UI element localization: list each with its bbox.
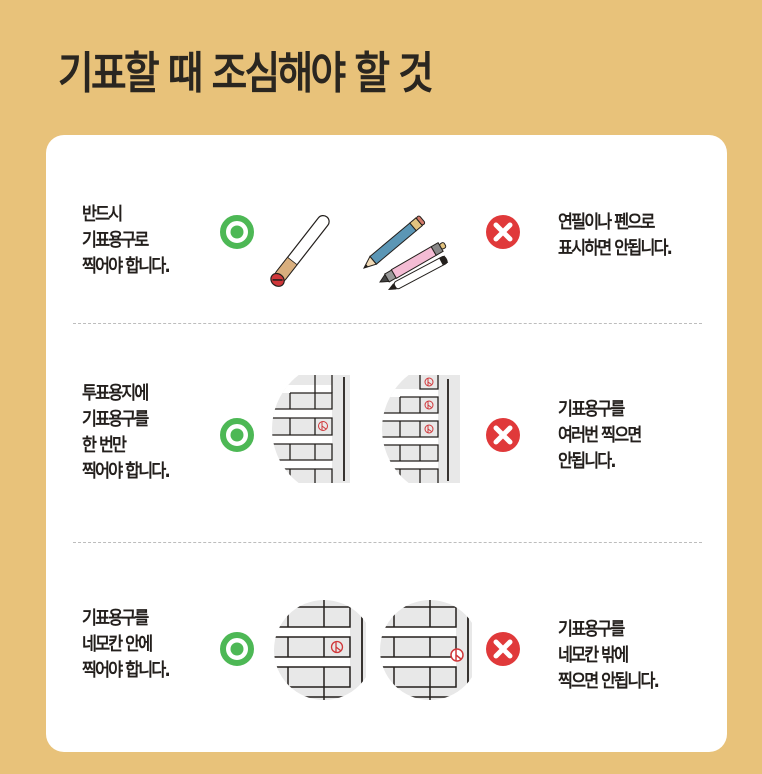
correct-text: 기표용구를 네모칸 안에 찍어야 합니다.	[82, 608, 171, 681]
ballot-stamp-outside-box-icon	[380, 600, 472, 700]
section-divider	[73, 323, 702, 324]
x-mark-icon	[486, 215, 520, 249]
guide-row-inside-box: 기표용구를 네모칸 안에 찍어야 합니다.	[46, 595, 727, 720]
ballot-multiple-stamps-icon	[382, 375, 460, 483]
ballot-single-stamp-icon	[272, 375, 350, 483]
guide-card: 반드시 기표용구로 찍어야 합니다.	[46, 135, 727, 752]
guide-row-stamp-once: 투표용지에 기표용구를 한 번만 찍어야 합니다.	[46, 375, 727, 535]
correct-text: 반드시 기표용구로 찍어야 합니다.	[82, 204, 171, 277]
pencil-and-pens-icon	[363, 215, 449, 290]
guide-row-stamp-tool: 반드시 기표용구로 찍어야 합니다.	[46, 180, 727, 320]
x-mark-icon	[486, 632, 520, 666]
wrong-text: 연필이나 펜으로 표시하면 안됩니다.	[558, 212, 673, 259]
page-title: 기표할 때 조심해야 할 것	[58, 48, 434, 99]
correct-text: 투표용지에 기표용구를 한 번만 찍어야 합니다.	[82, 383, 171, 482]
voting-stamp-tool-icon	[270, 215, 330, 287]
circle-ok-icon	[220, 418, 254, 452]
wrong-text: 기표용구를 네모칸 밖에 찍으면 안됩니다.	[558, 619, 660, 692]
x-mark-icon	[486, 418, 520, 452]
section-divider	[73, 542, 702, 543]
wrong-text: 기표용구를 여러번 찍으면 안됩니다.	[558, 399, 642, 472]
circle-ok-icon	[220, 632, 254, 666]
ballot-stamp-inside-box-icon	[274, 600, 366, 700]
circle-ok-icon	[220, 215, 254, 249]
